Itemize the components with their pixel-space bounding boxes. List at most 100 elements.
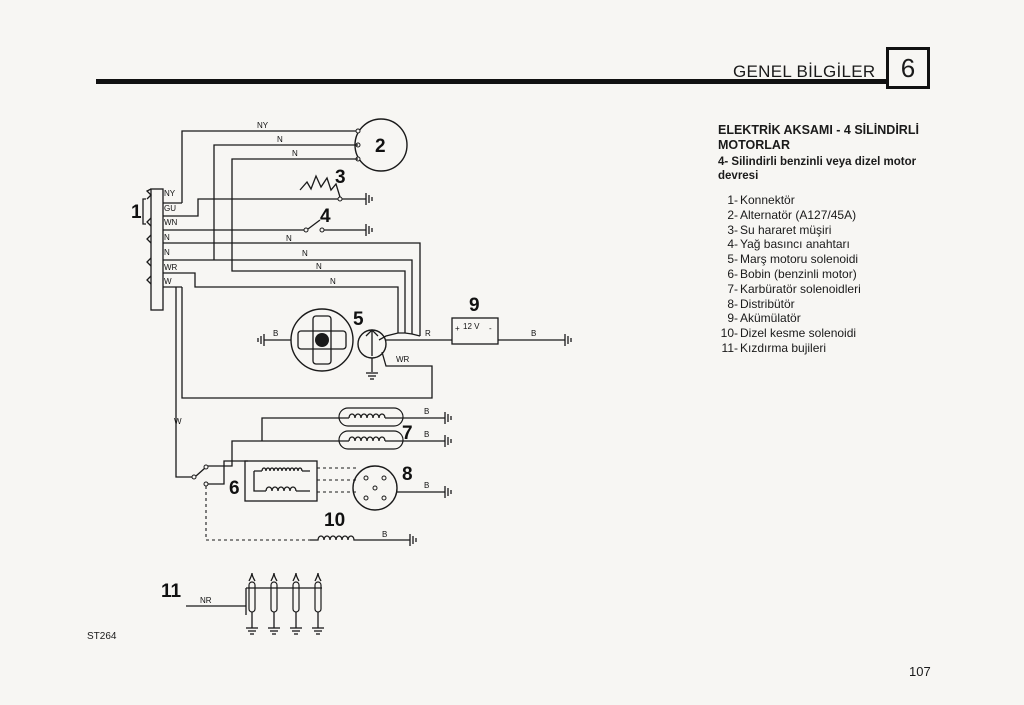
glow-plug <box>311 572 325 635</box>
selector-switch <box>195 467 206 477</box>
wire-label: NY <box>257 121 269 130</box>
wire-label: R <box>425 329 431 338</box>
legend-item: 2-Alternatör (A127/45A) <box>727 207 857 222</box>
component-number-11: 11 <box>161 581 182 602</box>
component-number-6: 6 <box>229 478 240 499</box>
terminal <box>319 227 325 233</box>
component-number-1: 1 <box>131 202 142 223</box>
connector-bracket <box>142 198 146 225</box>
legend-item: 1-Konnektör <box>727 193 795 207</box>
wire-n <box>182 259 413 334</box>
ignition-coil <box>244 460 318 502</box>
pin-label: WN <box>164 218 178 227</box>
legend-item: 10-Dizel kesme solenoidi <box>720 326 857 341</box>
component-number-10: 10 <box>324 510 345 531</box>
wire-n <box>182 242 421 336</box>
starter-motor <box>290 308 354 372</box>
pin-label: W <box>164 277 172 286</box>
wire-diesel <box>205 486 310 541</box>
carburettor-solenoid <box>330 407 445 427</box>
wire-label: WR <box>396 355 410 364</box>
ground-icon <box>365 372 379 380</box>
component-number-2: 2 <box>375 136 386 157</box>
temp-sender <box>299 174 341 198</box>
pin-label: N <box>164 248 170 257</box>
page-number: 107 <box>909 664 931 679</box>
wire-label: B <box>382 530 387 539</box>
battery-voltage: 12 V <box>463 322 480 331</box>
wire-coil <box>208 460 248 485</box>
wire-label: B <box>424 407 429 416</box>
carburettor-solenoid <box>330 430 445 450</box>
chapter-title: GENEL BİLGİLER <box>733 62 876 81</box>
legend-item: 8-Distribütör <box>727 296 795 311</box>
ground-icon <box>409 533 417 547</box>
battery <box>451 317 499 345</box>
ground-icon <box>365 223 373 237</box>
wire-junction <box>378 332 421 341</box>
wire-carb <box>208 440 330 467</box>
wire-ny <box>181 130 358 203</box>
wire-label: N <box>292 149 298 158</box>
terminal <box>191 474 197 480</box>
wire-carb <box>261 417 330 441</box>
figure-code: ST264 <box>87 631 117 642</box>
ground-icon <box>257 333 265 347</box>
wire-label: N <box>277 135 283 144</box>
pin-label: WR <box>164 263 178 272</box>
diesel-stop-solenoid <box>310 535 410 541</box>
glow-plug <box>267 572 281 635</box>
wire-label: NR <box>200 596 212 605</box>
section-heading: ELEKTRİK AKSAMI - 4 SİLİNDİRLİ MOTORLAR … <box>718 123 958 183</box>
ground-icon <box>444 434 452 448</box>
component-number-5: 5 <box>353 309 364 330</box>
wire-label: B <box>531 329 536 338</box>
component-number-4: 4 <box>320 206 331 227</box>
connector: NY GU WN N N WR W <box>145 188 182 311</box>
wire-n <box>182 272 399 333</box>
component-number-3: 3 <box>335 167 346 188</box>
wire-w <box>175 287 192 478</box>
wire-coil-dist <box>317 467 356 493</box>
glow-plug <box>245 572 259 635</box>
wire-gu <box>182 198 340 217</box>
ground-icon <box>444 411 452 425</box>
pin-label: NY <box>164 189 176 198</box>
ground-icon <box>564 333 572 347</box>
component-number-9: 9 <box>469 295 480 316</box>
legend-item: 7-Karbüratör solenoidleri <box>727 281 861 296</box>
component-number-7: 7 <box>402 423 413 444</box>
header-rule <box>96 79 886 84</box>
solenoid-contact <box>365 329 379 356</box>
pin-label: N <box>164 233 170 242</box>
wire-label: W <box>174 417 182 426</box>
battery-plus: + <box>455 324 460 333</box>
terminal <box>337 196 343 202</box>
distributor <box>352 465 398 511</box>
oil-pressure-switch <box>307 219 321 230</box>
wire-label: B <box>424 481 429 490</box>
legend-item: 11-Kızdırma bujileri <box>721 340 827 355</box>
pin-label: GU <box>164 204 176 213</box>
ground-icon <box>444 485 452 499</box>
wire-label: N <box>330 277 336 286</box>
ground-icon <box>365 192 373 206</box>
battery-minus: - <box>489 324 492 333</box>
wire-label: N <box>302 249 308 258</box>
section-title: ELEKTRİK AKSAMI - 4 SİLİNDİRLİ MOTORLAR <box>718 123 919 152</box>
legend-item: 3-Su hararet müşiri <box>727 222 832 237</box>
wire-label: B <box>424 430 429 439</box>
chapter-number-box: 6 <box>886 47 930 89</box>
wire-n <box>213 144 358 260</box>
terminal <box>355 128 361 134</box>
component-legend: 1-Konnektör 2-Alternatör (A127/45A) 3-Su… <box>718 193 861 356</box>
wire-wr <box>181 287 433 399</box>
wire-label: N <box>316 262 322 271</box>
terminal <box>203 464 209 470</box>
legend-item: 9-Akümülatör <box>727 311 801 326</box>
terminal <box>203 481 209 487</box>
wire-label: B <box>273 329 278 338</box>
legend-item: 5-Marş motoru solenoidi <box>727 252 859 267</box>
legend-item: 6-Bobin (benzinli motor) <box>727 266 857 281</box>
